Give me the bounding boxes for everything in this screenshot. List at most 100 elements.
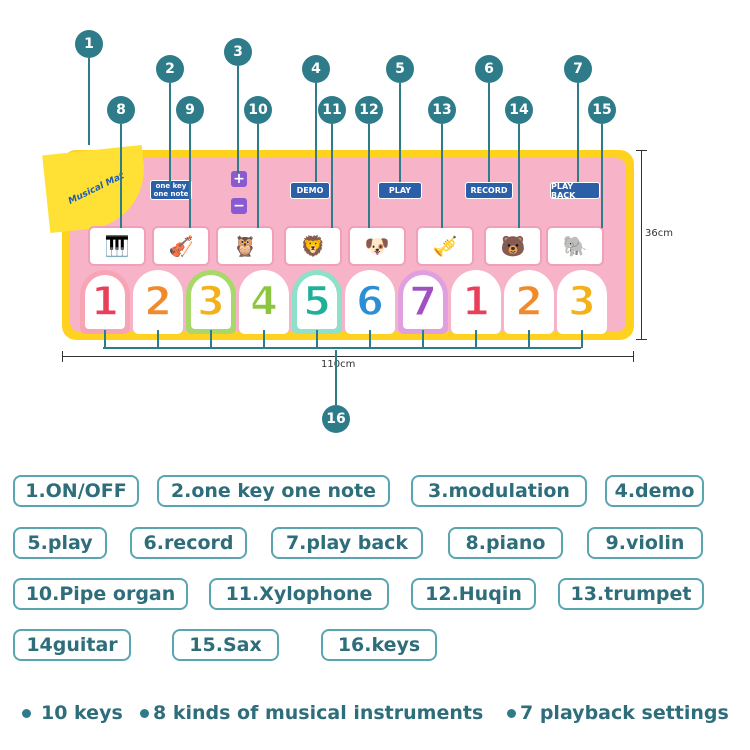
instrument-guitar-button[interactable]: 🐻 — [484, 226, 542, 266]
width-dimension-tick-left — [62, 351, 63, 362]
key-9[interactable]: 2 — [504, 270, 554, 334]
bullet-playback-text: 7 playback settings — [520, 702, 729, 724]
callout-lead-line — [257, 124, 259, 228]
label-modulation: 3.modulation — [411, 475, 587, 507]
play-button[interactable]: PLAY — [378, 182, 422, 199]
key-face: 4 — [244, 275, 284, 329]
callout-10: 10 — [244, 96, 272, 124]
huqin-icon: 🐶 — [364, 234, 390, 258]
bullet-dot-icon — [22, 709, 31, 718]
key-tick — [210, 330, 212, 348]
plus-icon: + — [233, 171, 245, 187]
key-face: 3 — [191, 275, 231, 329]
bullet-playback: 7 playback settings — [507, 702, 729, 724]
instrument-piano-button[interactable]: 🎹 — [88, 226, 146, 266]
playback-label: PLAY BACK — [551, 181, 576, 200]
key-5[interactable]: 5 — [292, 270, 342, 334]
record-button[interactable]: RECORD — [465, 182, 513, 199]
xylophone-icon: 🦁 — [300, 234, 326, 258]
key-4[interactable]: 4 — [239, 270, 289, 334]
modulation-minus-button[interactable]: − — [231, 198, 247, 214]
callout-16: 16 — [322, 405, 350, 433]
key-number: 5 — [302, 278, 331, 326]
bullet-dot-icon — [140, 709, 149, 718]
instrument-huqin-button[interactable]: 🐶 — [348, 226, 406, 266]
key-1[interactable]: 1 — [80, 270, 130, 334]
violin-icon: 🎻 — [168, 234, 194, 258]
label-play: 5.play — [13, 527, 107, 559]
label-keys: 16.keys — [321, 629, 437, 661]
callout-6: 6 — [475, 55, 503, 83]
label-violin: 9.violin — [587, 527, 703, 559]
callout-lead-line — [315, 83, 317, 182]
key-tick — [581, 330, 583, 348]
callout-2: 2 — [156, 55, 184, 83]
width-label: 110cm — [321, 359, 356, 370]
callout-lead-line — [441, 124, 443, 228]
key-tick — [157, 330, 159, 348]
bullet-instruments-text: 8 kinds of musical instruments — [153, 702, 484, 724]
callout-lead-line — [368, 124, 370, 228]
callout-lead-line — [169, 83, 171, 183]
trumpet-icon: 🎺 — [432, 234, 458, 258]
key-3[interactable]: 3 — [186, 270, 236, 334]
width-dimension-tick-right — [633, 351, 634, 362]
key-number: 2 — [143, 278, 172, 326]
key-number: 6 — [355, 278, 384, 326]
instrument-violin-button[interactable]: 🎻 — [152, 226, 210, 266]
label-demo: 4.demo — [605, 475, 704, 507]
instrument-sax-button[interactable]: 🐘 — [546, 226, 604, 266]
key-tick — [104, 330, 106, 348]
key-number: 3 — [196, 278, 225, 326]
instrument-trumpet-button[interactable]: 🎺 — [416, 226, 474, 266]
key-number: 7 — [408, 278, 437, 326]
guitar-icon: 🐻 — [500, 234, 526, 258]
callout-8: 8 — [107, 96, 135, 124]
label-play-back: 7.play back — [271, 527, 423, 559]
instrument-pipe-organ-button[interactable]: 🦉 — [216, 226, 274, 266]
one-key-one-note-button[interactable]: one key one note — [150, 180, 192, 200]
one-key-line1: one key — [155, 182, 187, 190]
height-dimension-line — [641, 150, 642, 340]
logo-text: Musical Mat — [66, 171, 126, 207]
callout-lead-line — [399, 83, 401, 182]
label-record: 6.record — [130, 527, 247, 559]
record-label: RECORD — [470, 186, 508, 195]
callout-lead-line — [577, 83, 579, 182]
minus-icon: − — [233, 198, 245, 214]
modulation-plus-button[interactable]: + — [231, 171, 247, 187]
key-face: 2 — [509, 275, 549, 329]
play-label: PLAY — [388, 186, 412, 195]
instrument-xylophone-button[interactable]: 🦁 — [284, 226, 342, 266]
key-2[interactable]: 2 — [133, 270, 183, 334]
height-dimension-tick-bottom — [636, 339, 647, 340]
key-number: 4 — [249, 278, 278, 326]
key-7[interactable]: 7 — [398, 270, 448, 334]
key-10[interactable]: 3 — [557, 270, 607, 334]
key-tick — [316, 330, 318, 348]
callout-lead-line — [189, 124, 191, 228]
callout-4: 4 — [302, 55, 330, 83]
key-tick — [263, 330, 265, 348]
key-face: 3 — [562, 275, 602, 329]
key-8[interactable]: 1 — [451, 270, 501, 334]
callout-1: 1 — [75, 30, 103, 58]
label-guitar: 14guitar — [13, 629, 131, 661]
callout-lead-line — [331, 124, 333, 228]
callout-lead-line — [237, 66, 239, 173]
key-face: 7 — [403, 275, 443, 329]
key-6[interactable]: 6 — [345, 270, 395, 334]
label-xylophone: 11.Xylophone — [209, 578, 389, 610]
callout-lead-line — [335, 350, 337, 405]
callout-5: 5 — [386, 55, 414, 83]
height-label: 36cm — [645, 228, 673, 239]
demo-label: DEMO — [296, 186, 324, 195]
callout-14: 14 — [505, 96, 533, 124]
piano-icon: 🎹 — [104, 234, 130, 258]
key-face: 2 — [138, 275, 178, 329]
playback-button[interactable]: PLAY BACK — [550, 181, 600, 200]
callout-lead-line — [488, 83, 490, 182]
demo-button[interactable]: DEMO — [290, 182, 330, 199]
height-dimension-tick-top — [636, 150, 647, 151]
bullet-dot-icon — [507, 709, 516, 718]
